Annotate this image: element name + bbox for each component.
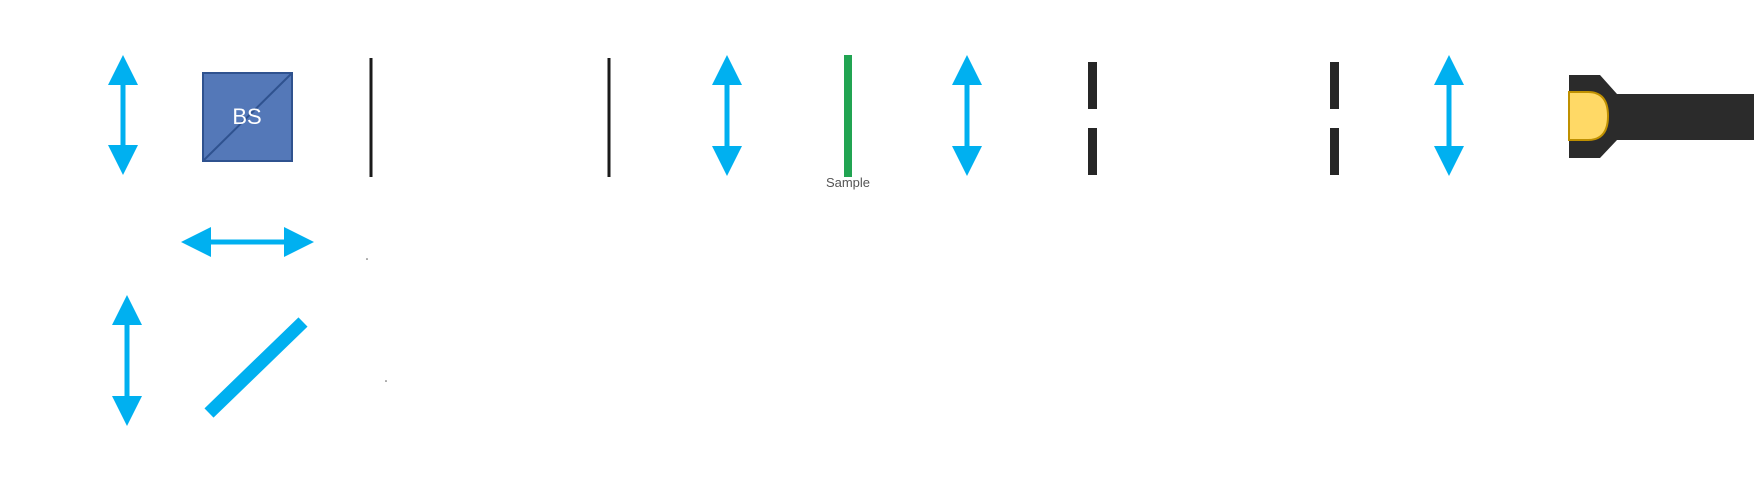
beam-splitter-diagonal [202, 72, 293, 162]
speck-1 [366, 258, 368, 260]
beam-splitter-label: BS [232, 104, 261, 129]
iris-aperture-icon [1330, 62, 1339, 109]
diagonal-mirror-icon [204, 317, 308, 418]
camera-detector-face [1568, 91, 1610, 141]
speck-2 [385, 380, 387, 382]
sample: Sample [826, 55, 870, 190]
camera-detector [1568, 75, 1754, 158]
iris-aperture-icon [1088, 62, 1097, 109]
iris-aperture-lower [1088, 128, 1097, 175]
camera-detector-barrel [1617, 94, 1754, 140]
sample-label: Sample [826, 175, 870, 190]
beam-splitter: BS [202, 72, 293, 162]
iris-aperture-1 [1088, 62, 1097, 175]
iris-aperture-2 [1330, 62, 1339, 175]
sample-plate-icon [844, 55, 852, 177]
iris-aperture-lower [1330, 128, 1339, 175]
